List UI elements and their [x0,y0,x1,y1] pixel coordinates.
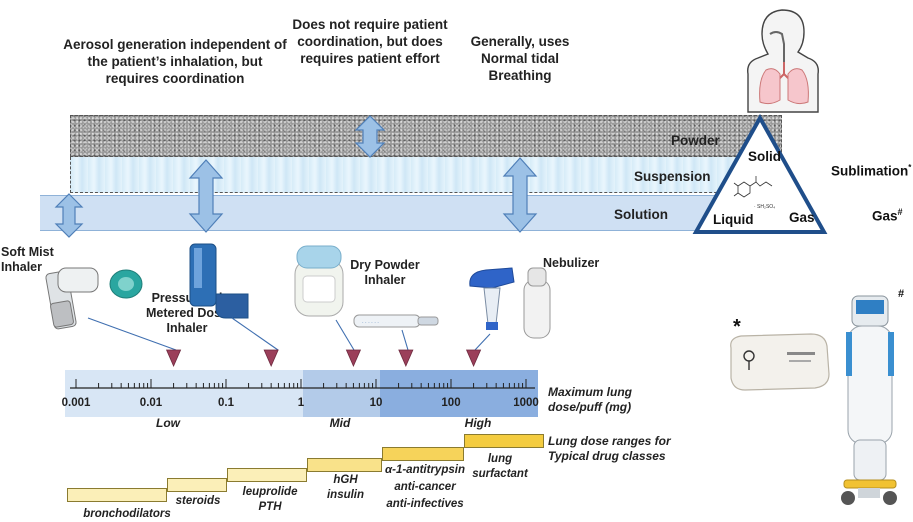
phase-liquid: Liquid [713,212,754,227]
band-solution [40,195,782,231]
range-high-label: High [464,416,492,430]
label-nebulizer: Nebulizer [543,256,600,270]
label-sublimation: Sublimation* [831,163,912,179]
molecule-icon [733,176,773,198]
respiratory-system-illustration [747,9,819,113]
arrow-pmdi [188,159,224,233]
pmdi-icon [189,243,249,319]
svg-text:· SH₂SO₄: · SH₂SO₄ [754,204,775,210]
step-antitrypsin [382,447,464,461]
drug-hgh-insulin: hGH insulin [326,474,365,501]
label-gas-outer: Gas# [872,207,903,224]
axis-label: Maximum lung dose/puff (mg) [548,385,633,414]
step-bronchodilators [67,488,167,502]
dose-marker-dpi [345,349,362,367]
range-mid-box [303,370,380,417]
gas-delivery-device-icon [841,295,897,505]
connector-soft-mist [87,317,177,351]
arrow-powder [354,115,386,158]
drug-steroids: steroids [175,495,221,507]
arrow-smi [54,193,84,238]
soft-mist-inhaler-icon [45,267,143,330]
connector-dpi-strip [401,329,409,351]
tick-label: 0.01 [139,397,163,409]
band-powder [70,115,782,157]
connector-nebulizer [474,333,491,351]
label-suspension: Suspension [634,169,711,184]
dose-marker-soft_mist [165,349,182,367]
tick-label: 1000 [513,397,539,409]
step-surfactant [464,434,544,448]
header-pmdi: Does not require patient coordination, b… [292,17,448,66]
nebulizer-icon [469,267,551,339]
label-powder: Powder [671,133,720,148]
step-hgh [307,458,382,472]
dose-marker-nebulizer [465,349,482,367]
dpi-strip-icon: · · · · · · [353,314,439,328]
band-suspension [70,157,782,193]
step-leuprolide [227,468,307,482]
phase-solid: Solid [748,149,781,164]
connector-dpi [335,319,355,351]
arrow-nebulizer [502,157,538,233]
tick-label: 0.1 [218,397,234,409]
range-high-box [380,370,538,417]
tick-label: 100 [441,397,461,409]
drug-leuprolide-pth: leuprolide PTH [242,486,298,513]
drug-lung-surfactant: lung surfactant [472,453,528,480]
range-low-box [65,370,303,417]
dry-powder-inhaler-icon [294,245,344,317]
label-solution: Solution [614,207,668,222]
drug-class-title: Lung dose ranges for Typical drug classe… [548,434,671,463]
star-mark: * [733,316,741,338]
range-low-label: Low [156,416,180,430]
phase-gas: Gas [789,210,815,225]
drug-antitrypsin: α-1-antitrypsin anti-cancer anti-infecti… [385,464,465,510]
drug-bronchodilators: bronchodilators [83,508,171,520]
dose-marker-dpi_strip [398,349,414,367]
svg-text:· · · · · ·: · · · · · · [362,320,379,326]
range-mid-label: Mid [329,416,351,430]
header-smi: Aerosol generation independent of the pa… [63,37,287,86]
connector-pmdi [231,317,279,351]
step-steroids [167,478,227,492]
dose-marker-pmdi [263,349,279,367]
label-soft-mist-inhaler: Soft Mist Inhaler [1,245,54,274]
label-dry-powder-inhaler: Dry Powder Inhaler [350,258,420,287]
header-nebulizer: Generally, uses Normal tidal Breathing [470,34,570,83]
phase-triangle: · SH₂SO₄ [692,113,828,234]
tick-label: 1 [297,397,305,409]
tick-label: 10 [369,397,383,409]
tick-label: 0.001 [61,397,91,409]
hash-mark: # [898,288,905,300]
sublimation-device-icon [730,333,830,391]
